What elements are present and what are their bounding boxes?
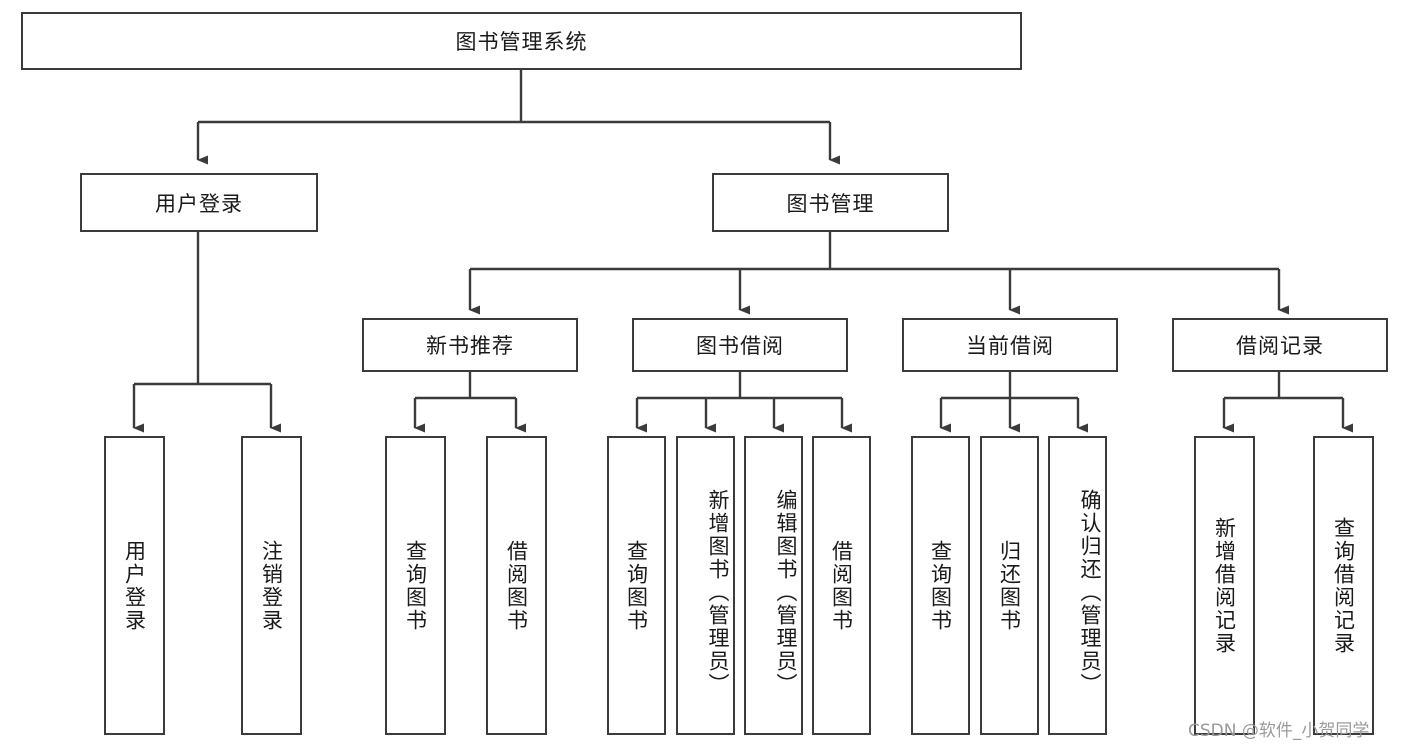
node-label: 图书借阅: [696, 334, 784, 358]
leaf-query-book-recommend[interactable]: 查询图书: [385, 436, 446, 735]
leaf-borrow-book[interactable]: 借阅图书: [812, 436, 871, 735]
node-label: 编辑图书（管理员）: [774, 489, 798, 696]
watermark-text: CSDN @软件_小贺同学: [1188, 721, 1370, 741]
node-label: 归还图书: [997, 539, 1022, 632]
leaf-logout-login[interactable]: 注销登录: [241, 436, 302, 735]
leaf-add-book-admin[interactable]: 新增图书（管理员）: [676, 436, 735, 735]
leaf-user-login[interactable]: 用户登录: [104, 436, 165, 735]
csdn-watermark: CSDN @软件_小贺同学: [1188, 716, 1369, 741]
node-label: 新增图书（管理员）: [706, 489, 730, 696]
leaf-return-book[interactable]: 归还图书: [980, 436, 1039, 735]
leaf-borrow-book-recommend[interactable]: 借阅图书: [486, 436, 547, 735]
node-label: 查询图书: [928, 539, 953, 632]
node-label: 查询借阅记录: [1331, 516, 1356, 655]
node-user-login[interactable]: 用户登录: [80, 173, 318, 232]
node-label: 注销登录: [259, 539, 284, 632]
node-label: 查询图书: [403, 539, 428, 632]
node-book-borrow[interactable]: 图书借阅: [632, 318, 848, 372]
node-label: 借阅记录: [1236, 334, 1324, 358]
node-label: 当前借阅: [966, 334, 1054, 358]
leaf-confirm-return-admin[interactable]: 确认归还（管理员）: [1048, 436, 1107, 735]
node-new-book-recommend[interactable]: 新书推荐: [362, 318, 578, 372]
leaf-add-borrow-record[interactable]: 新增借阅记录: [1194, 436, 1255, 735]
leaf-edit-book-admin[interactable]: 编辑图书（管理员）: [744, 436, 803, 735]
node-label: 用户登录: [122, 539, 147, 632]
node-label: 图书管理: [786, 191, 875, 216]
node-book-management[interactable]: 图书管理: [712, 173, 949, 232]
node-label: 确认归还（管理员）: [1078, 489, 1102, 696]
node-label: 查询图书: [624, 539, 649, 632]
node-root-library-system[interactable]: 图书管理系统: [21, 12, 1022, 70]
leaf-query-borrow-record[interactable]: 查询借阅记录: [1313, 436, 1374, 735]
node-label: 借阅图书: [504, 539, 529, 632]
leaf-query-book-current[interactable]: 查询图书: [911, 436, 970, 735]
node-borrow-record[interactable]: 借阅记录: [1172, 318, 1388, 372]
node-label: 用户登录: [155, 191, 243, 216]
node-label: 新书推荐: [426, 334, 514, 358]
leaf-query-book-borrow[interactable]: 查询图书: [607, 436, 666, 735]
node-current-borrow[interactable]: 当前借阅: [902, 318, 1118, 372]
node-label: 借阅图书: [829, 539, 854, 632]
node-label: 图书管理系统: [455, 30, 588, 54]
node-label: 新增借阅记录: [1212, 516, 1237, 655]
